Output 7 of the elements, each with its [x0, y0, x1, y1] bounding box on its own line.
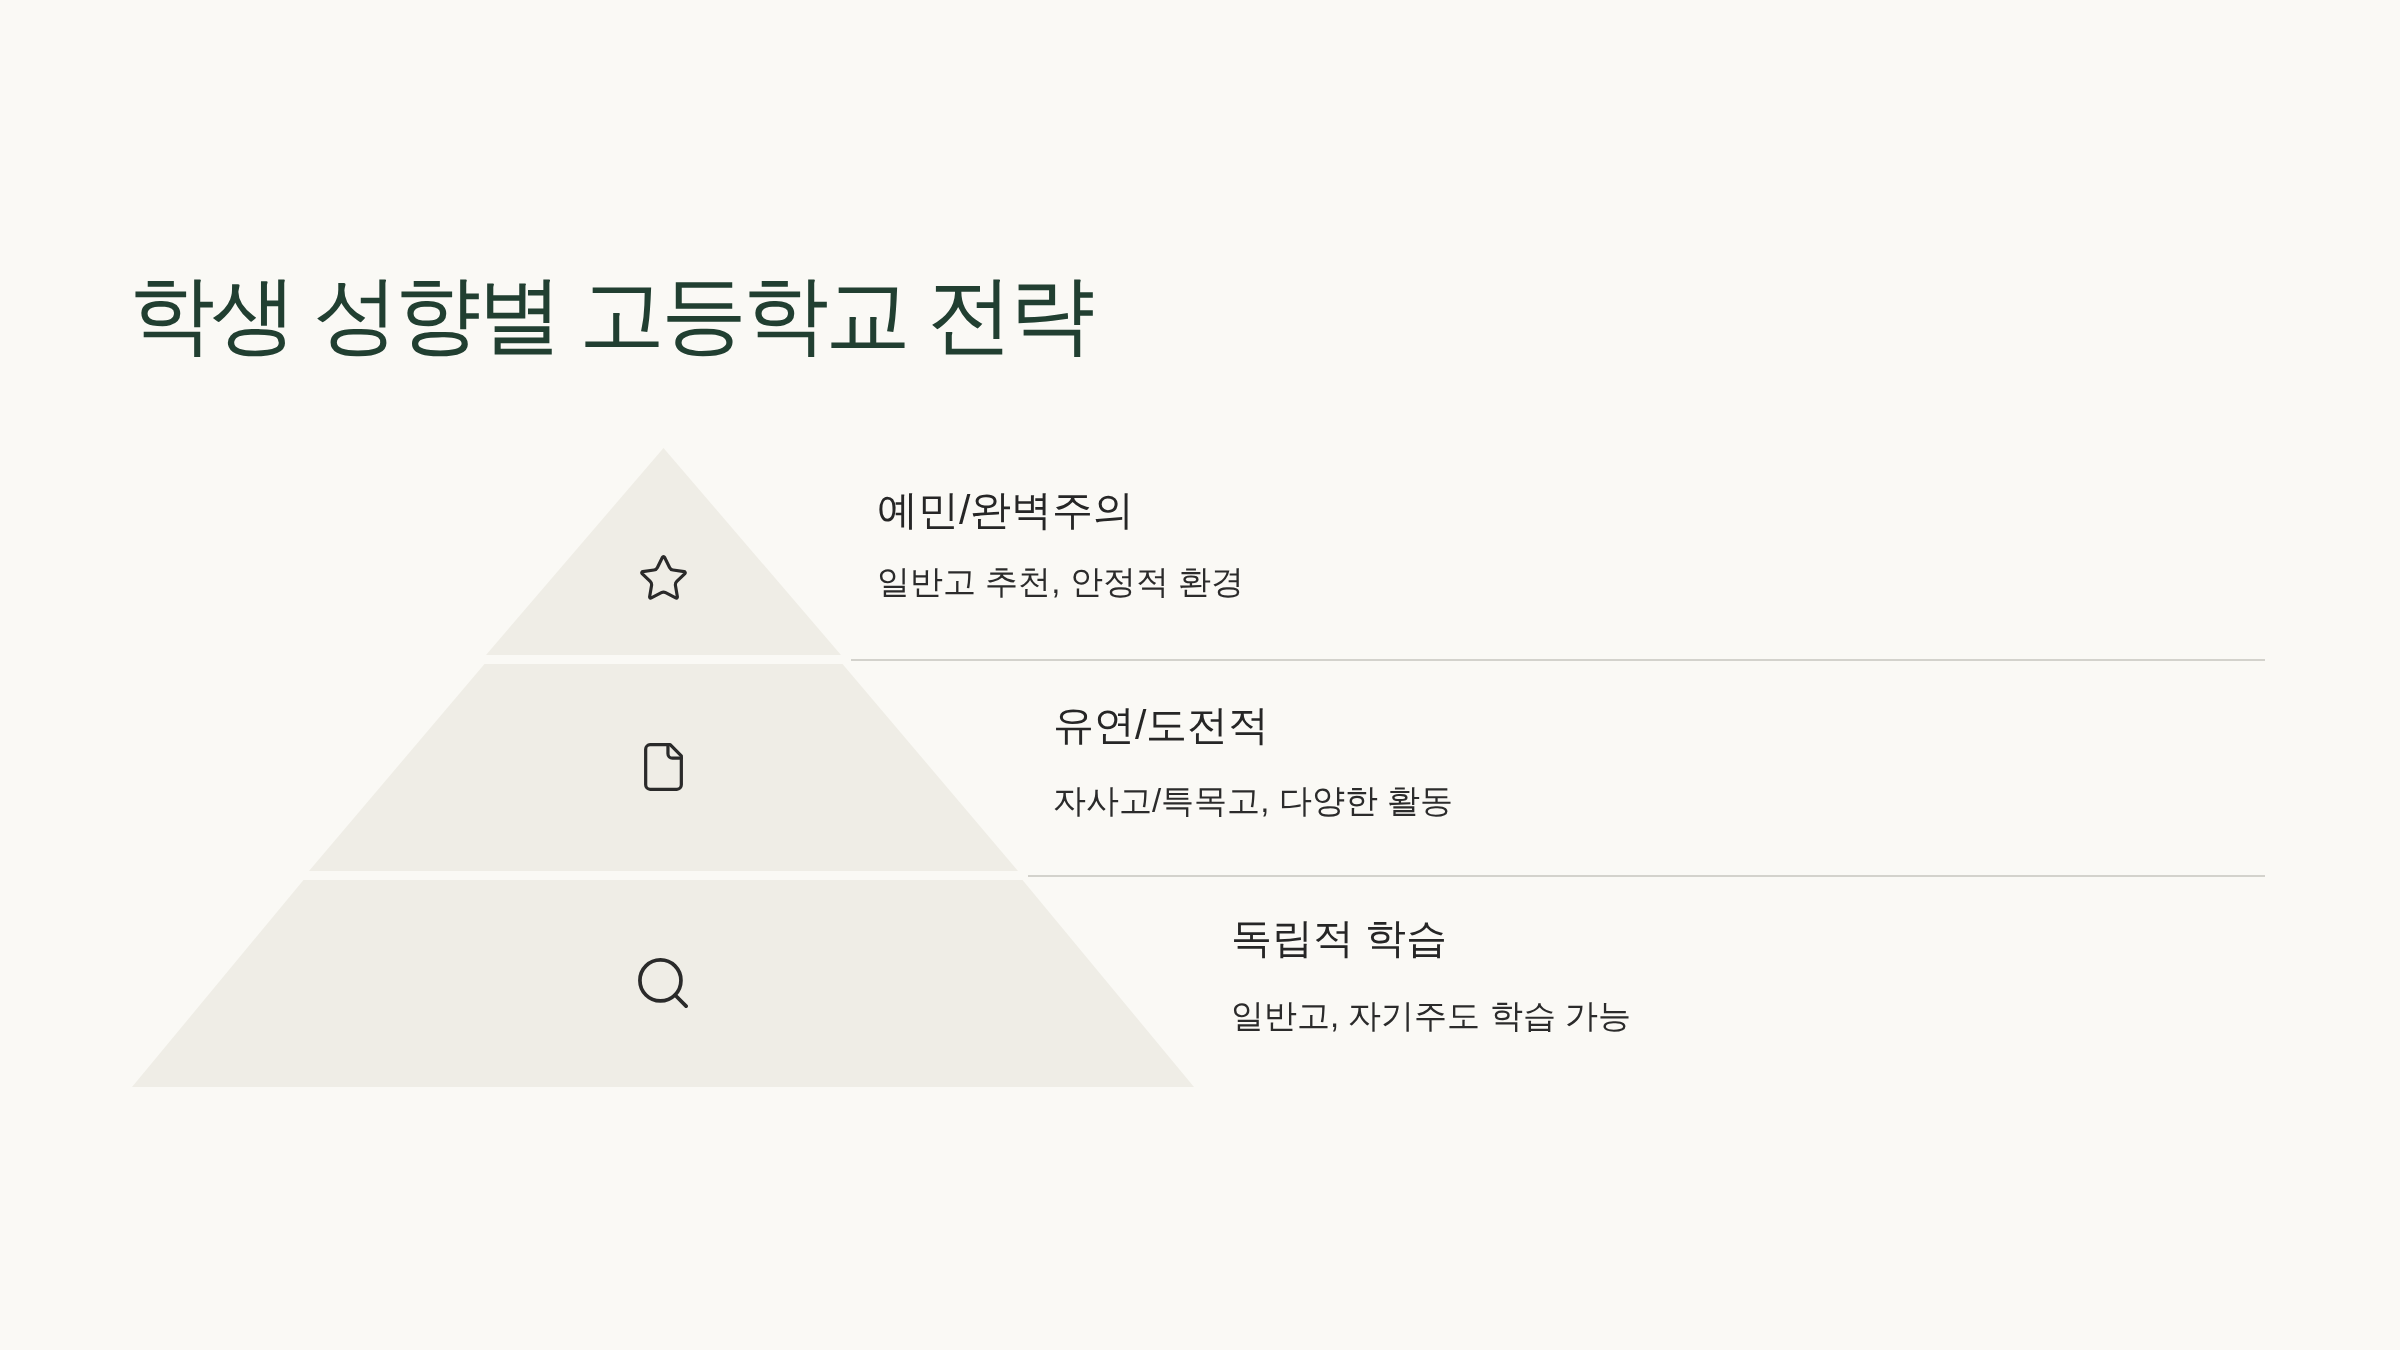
tier-title: 유연/도전적	[1053, 704, 1270, 746]
tier-description: 자사고/특목고, 다양한 활동	[1053, 784, 1453, 818]
tier-description: 일반고 추천, 안정적 환경	[877, 565, 1244, 599]
tier-title: 독립적 학습	[1231, 917, 1448, 959]
page-title: 학생 성향별 고등학교 전략	[129, 270, 1091, 357]
tier-description: 일반고, 자기주도 학습 가능	[1231, 999, 1631, 1033]
tier-title: 예민/완벽주의	[877, 489, 1135, 531]
